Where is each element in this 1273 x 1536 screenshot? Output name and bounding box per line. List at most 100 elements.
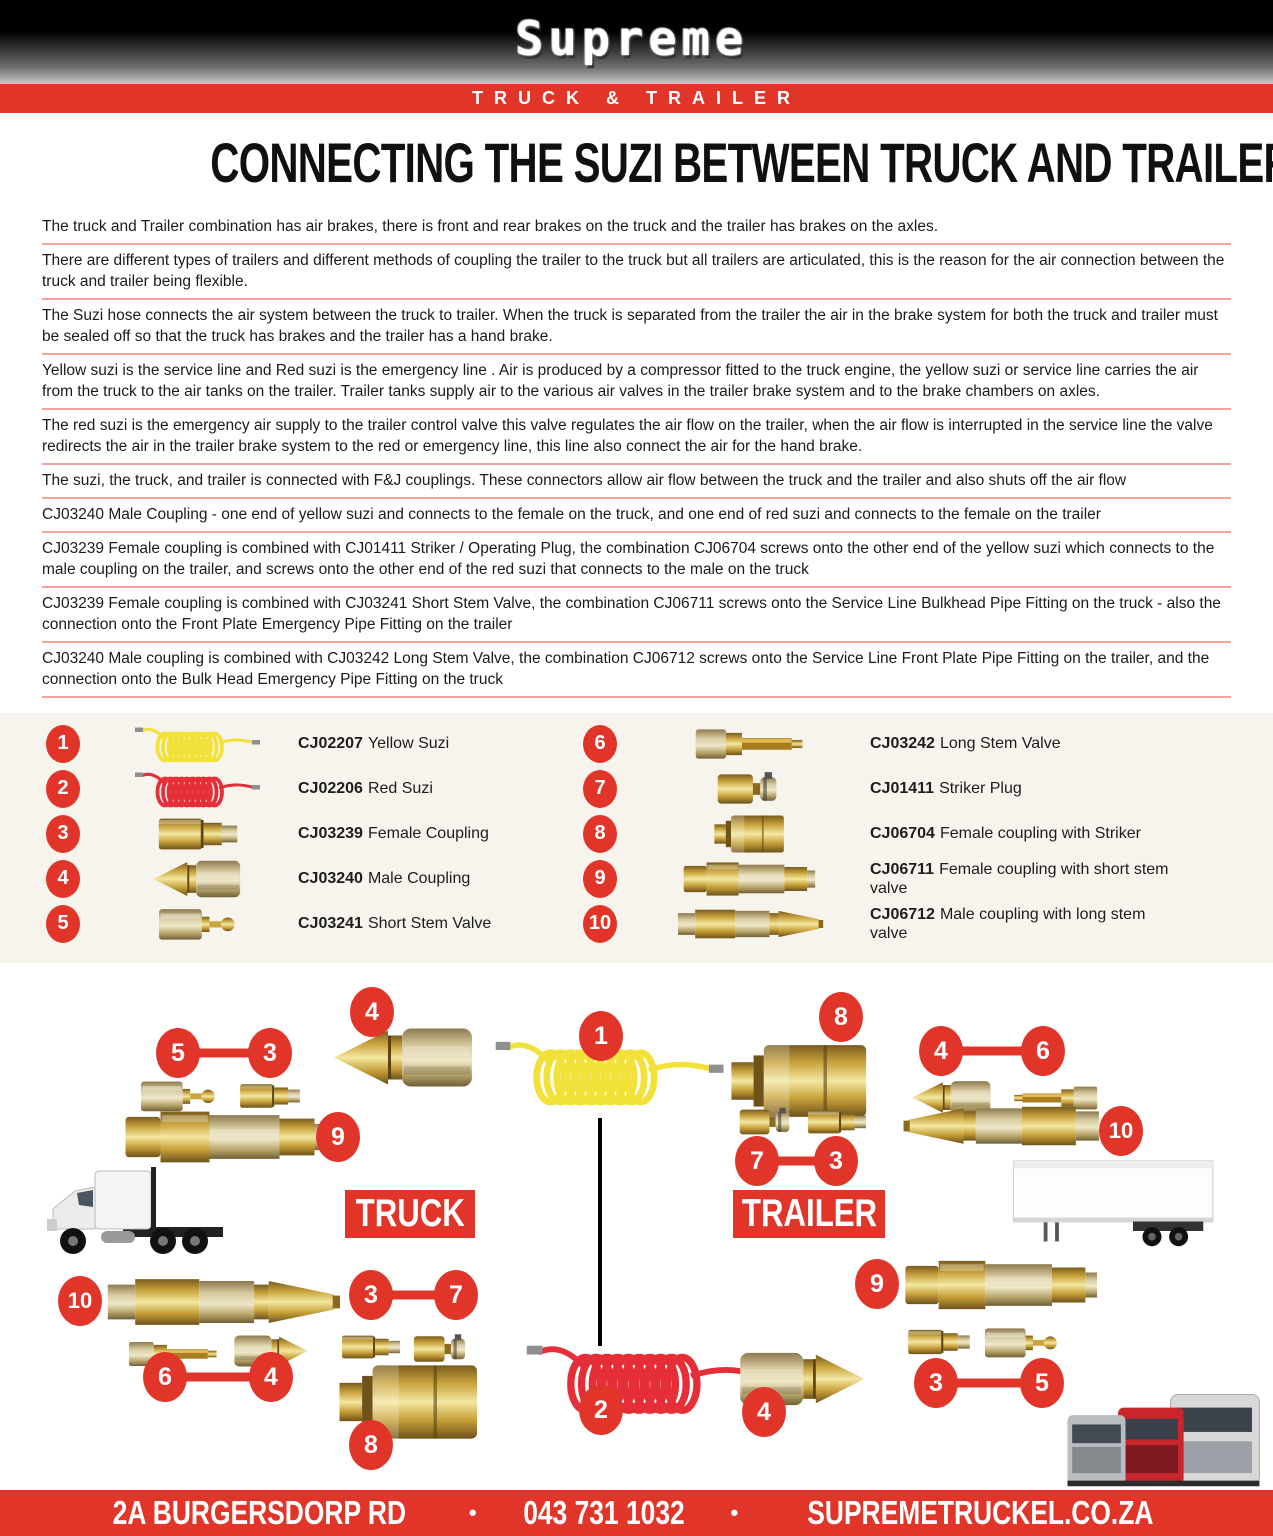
- item-number-badge: 4: [46, 859, 80, 898]
- paragraph: CJ03239 Female coupling is combined with…: [42, 588, 1231, 643]
- diagram-callout: 10: [1099, 1106, 1143, 1156]
- connection-diagram: TRUCK TRAILER 4 5 3 9 1 8 7 3 4 6 10 10 …: [0, 985, 1273, 1490]
- footer-bar: 2A BURGERSDORP RD • 043 731 1032 • SUPRE…: [0, 1490, 1273, 1536]
- diagram-callout: 7: [735, 1136, 779, 1186]
- diagram-callout: 3: [248, 1028, 292, 1078]
- brand-tagline: TRUCK & TRAILER: [472, 88, 801, 108]
- short-stem-valve-image: [982, 1320, 1062, 1365]
- male-coupling-long-stem-image: [103, 1270, 343, 1334]
- diagram-callout: 4: [742, 1387, 786, 1437]
- trailer-image: [1003, 1155, 1225, 1250]
- male-coupling-long-stem-image: [675, 904, 825, 944]
- paragraph: CJ03240 Male coupling is combined with C…: [42, 643, 1231, 698]
- footer-phone: 043 731 1032: [522, 1494, 685, 1531]
- female-coupling-image: [155, 813, 241, 855]
- diagram-callout: 10: [58, 1276, 102, 1326]
- trucks-photo: [1053, 1387, 1273, 1490]
- diagram-callout: 2: [579, 1385, 623, 1435]
- bullet-separator-icon: •: [730, 1500, 739, 1525]
- diagram-callout: 3: [914, 1358, 958, 1408]
- diagram-callout: 5: [1020, 1358, 1064, 1408]
- female-coupling-short-stem-image: [680, 859, 820, 899]
- red-suzi-image: [133, 766, 263, 811]
- body-text: The truck and Trailer combination has ai…: [42, 211, 1231, 698]
- male-coupling-image: [330, 1020, 480, 1095]
- diagram-callout: 5: [156, 1028, 200, 1078]
- paragraph: The suzi, the truck, and trailer is conn…: [42, 465, 1231, 499]
- callout-connector: [178, 1048, 270, 1058]
- callout-connector: [941, 1046, 1043, 1056]
- short-stem-valve-image: [152, 903, 244, 945]
- long-stem-valve-image: [690, 724, 810, 764]
- item-number-badge: 10: [583, 904, 617, 943]
- diagram-callout: 9: [316, 1112, 360, 1162]
- item-number-badge: 8: [583, 814, 617, 853]
- suzi-link-line: [598, 1118, 602, 1346]
- female-coupling-striker-image: [704, 812, 796, 856]
- tagline-band: TRUCK & TRAILER: [0, 84, 1273, 113]
- diagram-callout: 1: [579, 1011, 623, 1061]
- item-number-badge: 7: [583, 769, 617, 808]
- diagram-callout: 4: [249, 1352, 293, 1402]
- diagram-callout: 4: [919, 1026, 963, 1076]
- male-coupling-image: [143, 857, 253, 901]
- item-number-badge: 9: [583, 859, 617, 898]
- paragraph: The red suzi is the emergency air supply…: [42, 410, 1231, 465]
- yellow-suzi-image: [133, 721, 263, 766]
- paragraph: There are different types of trailers an…: [42, 245, 1231, 300]
- paragraph: The truck and Trailer combination has ai…: [42, 211, 1231, 245]
- diagram-callout: 3: [814, 1136, 858, 1186]
- diagram-callout: 6: [1021, 1026, 1065, 1076]
- female-coupling-short-stem-image: [902, 1253, 1102, 1317]
- diagram-callout: 9: [855, 1259, 899, 1309]
- diagram-callout: 6: [143, 1352, 187, 1402]
- diagram-callout: 8: [349, 1420, 393, 1470]
- footer-website: SUPREMETRUCKEL.CO.ZA: [807, 1494, 1154, 1531]
- trailer-section-tag: TRAILER: [733, 1190, 885, 1238]
- callout-connector: [757, 1156, 836, 1166]
- item-number-badge: 6: [583, 724, 617, 763]
- diagram-callout: 8: [819, 992, 863, 1042]
- paragraph: The Suzi hose connects the air system be…: [42, 300, 1231, 355]
- male-coupling-long-stem-image: [902, 1095, 1102, 1157]
- item-number-badge: 1: [46, 724, 80, 763]
- header-gradient-band: [0, 0, 1273, 84]
- item-number-badge: 2: [46, 769, 80, 808]
- paragraph: Yellow suzi is the service line and Red …: [42, 355, 1231, 410]
- bullet-separator-icon: •: [468, 1500, 477, 1525]
- striker-plug-image: [710, 767, 790, 811]
- diagram-callout: 4: [350, 987, 394, 1037]
- truck-image: [35, 1157, 235, 1257]
- footer-address: 2A BURGERSDORP RD: [112, 1494, 407, 1531]
- callout-connector: [371, 1290, 456, 1300]
- item-number-badge: 3: [46, 814, 80, 853]
- page-title: CONNECTING THE SUZI BETWEEN TRUCK AND TR…: [210, 131, 1273, 194]
- item-number-badge: 5: [46, 904, 80, 943]
- diagram-callout: 3: [349, 1270, 393, 1320]
- header: Supreme TRUCK & TRAILER: [0, 0, 1273, 113]
- diagram-callout: 7: [434, 1270, 478, 1320]
- truck-section-tag: TRUCK: [345, 1190, 475, 1238]
